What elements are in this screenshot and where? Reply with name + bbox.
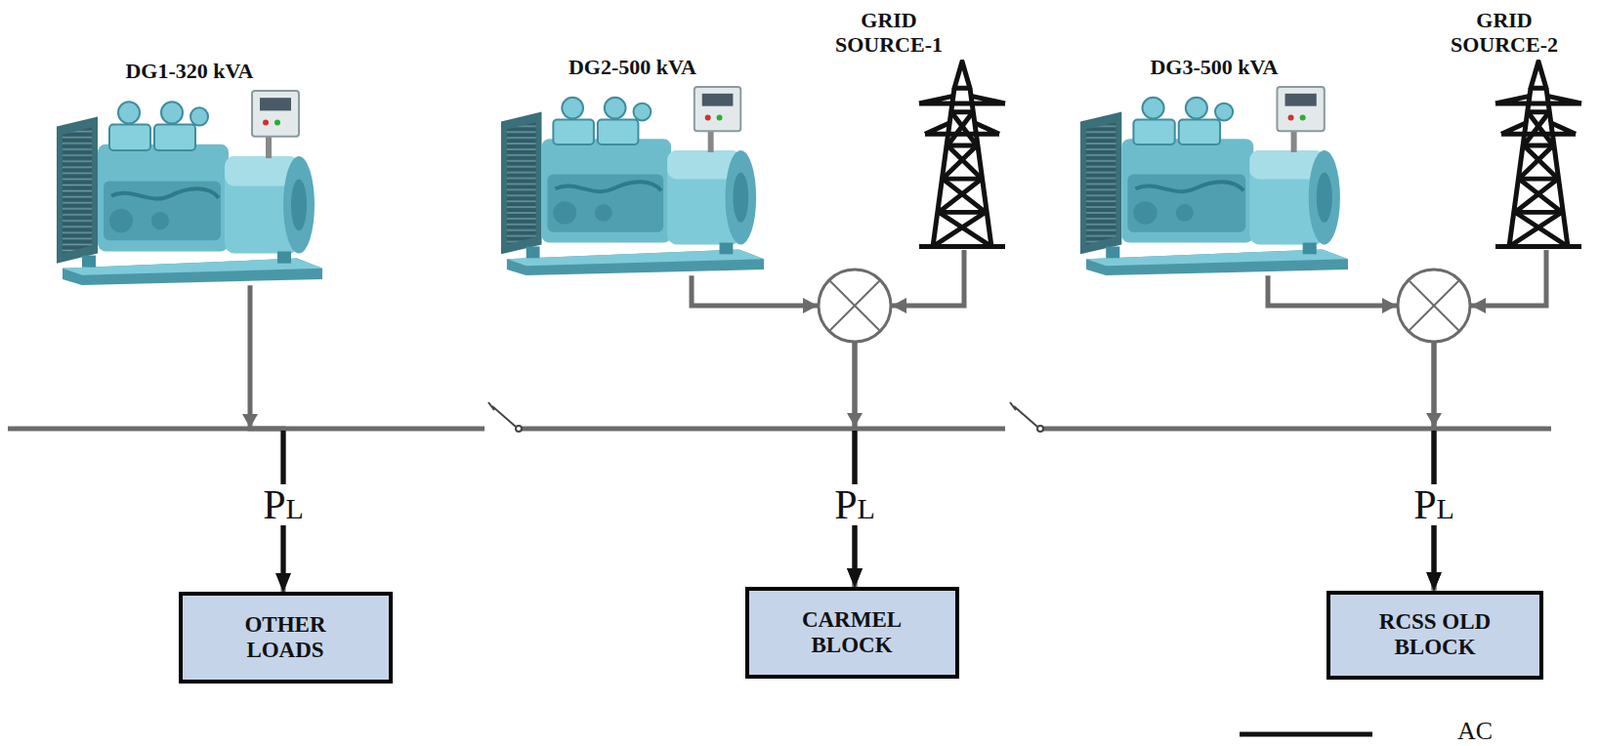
generator-unit: DG3-500 kVA [1076, 54, 1352, 276]
switch-symbol [1010, 402, 1044, 432]
load-box: CARMEL BLOCK [745, 587, 960, 679]
load-label: OTHER LOADS [219, 612, 352, 665]
source-label: GRID SOURCE-2 [1445, 7, 1563, 58]
summing-junction [1397, 269, 1471, 342]
source-label: DG1-320 kVA [52, 58, 327, 84]
load-label: RCSS OLD BLOCK [1369, 609, 1502, 662]
load-power-label: PL [1411, 484, 1457, 526]
bus-bar [7, 426, 485, 432]
load-feeder [283, 430, 1434, 575]
generator-illustration [52, 86, 327, 286]
pylon-illustration [913, 59, 1011, 251]
bus-bar [520, 426, 1006, 432]
source-label: GRID SOURCE-1 [830, 7, 948, 58]
generator-illustration [497, 83, 768, 276]
generator-unit: DG1-320 kVA [52, 58, 327, 286]
source-label: DG2-500 kVA [497, 54, 768, 80]
bus-bar [1041, 426, 1552, 432]
load-power-label: PL [260, 484, 306, 526]
summing-junction [818, 269, 891, 342]
load-label: CARMEL BLOCK [786, 607, 919, 660]
grid-source: GRID SOURCE-2 [1445, 7, 1595, 251]
legend-line-sample [1239, 732, 1373, 738]
load-box: RCSS OLD BLOCK [1326, 590, 1544, 680]
grid-source: GRID SOURCE-1 [830, 7, 1016, 251]
power-feed-line [250, 285, 284, 592]
generator-unit: DG2-500 kVA [497, 54, 768, 276]
generator-illustration [1076, 83, 1352, 276]
legend-label: AC [1457, 716, 1493, 746]
load-box: OTHER LOADS [178, 591, 393, 684]
source-label: DG3-500 kVA [1076, 54, 1352, 80]
pylon-illustration [1489, 59, 1588, 251]
switch-symbol [488, 402, 522, 432]
load-power-label: PL [832, 484, 878, 526]
